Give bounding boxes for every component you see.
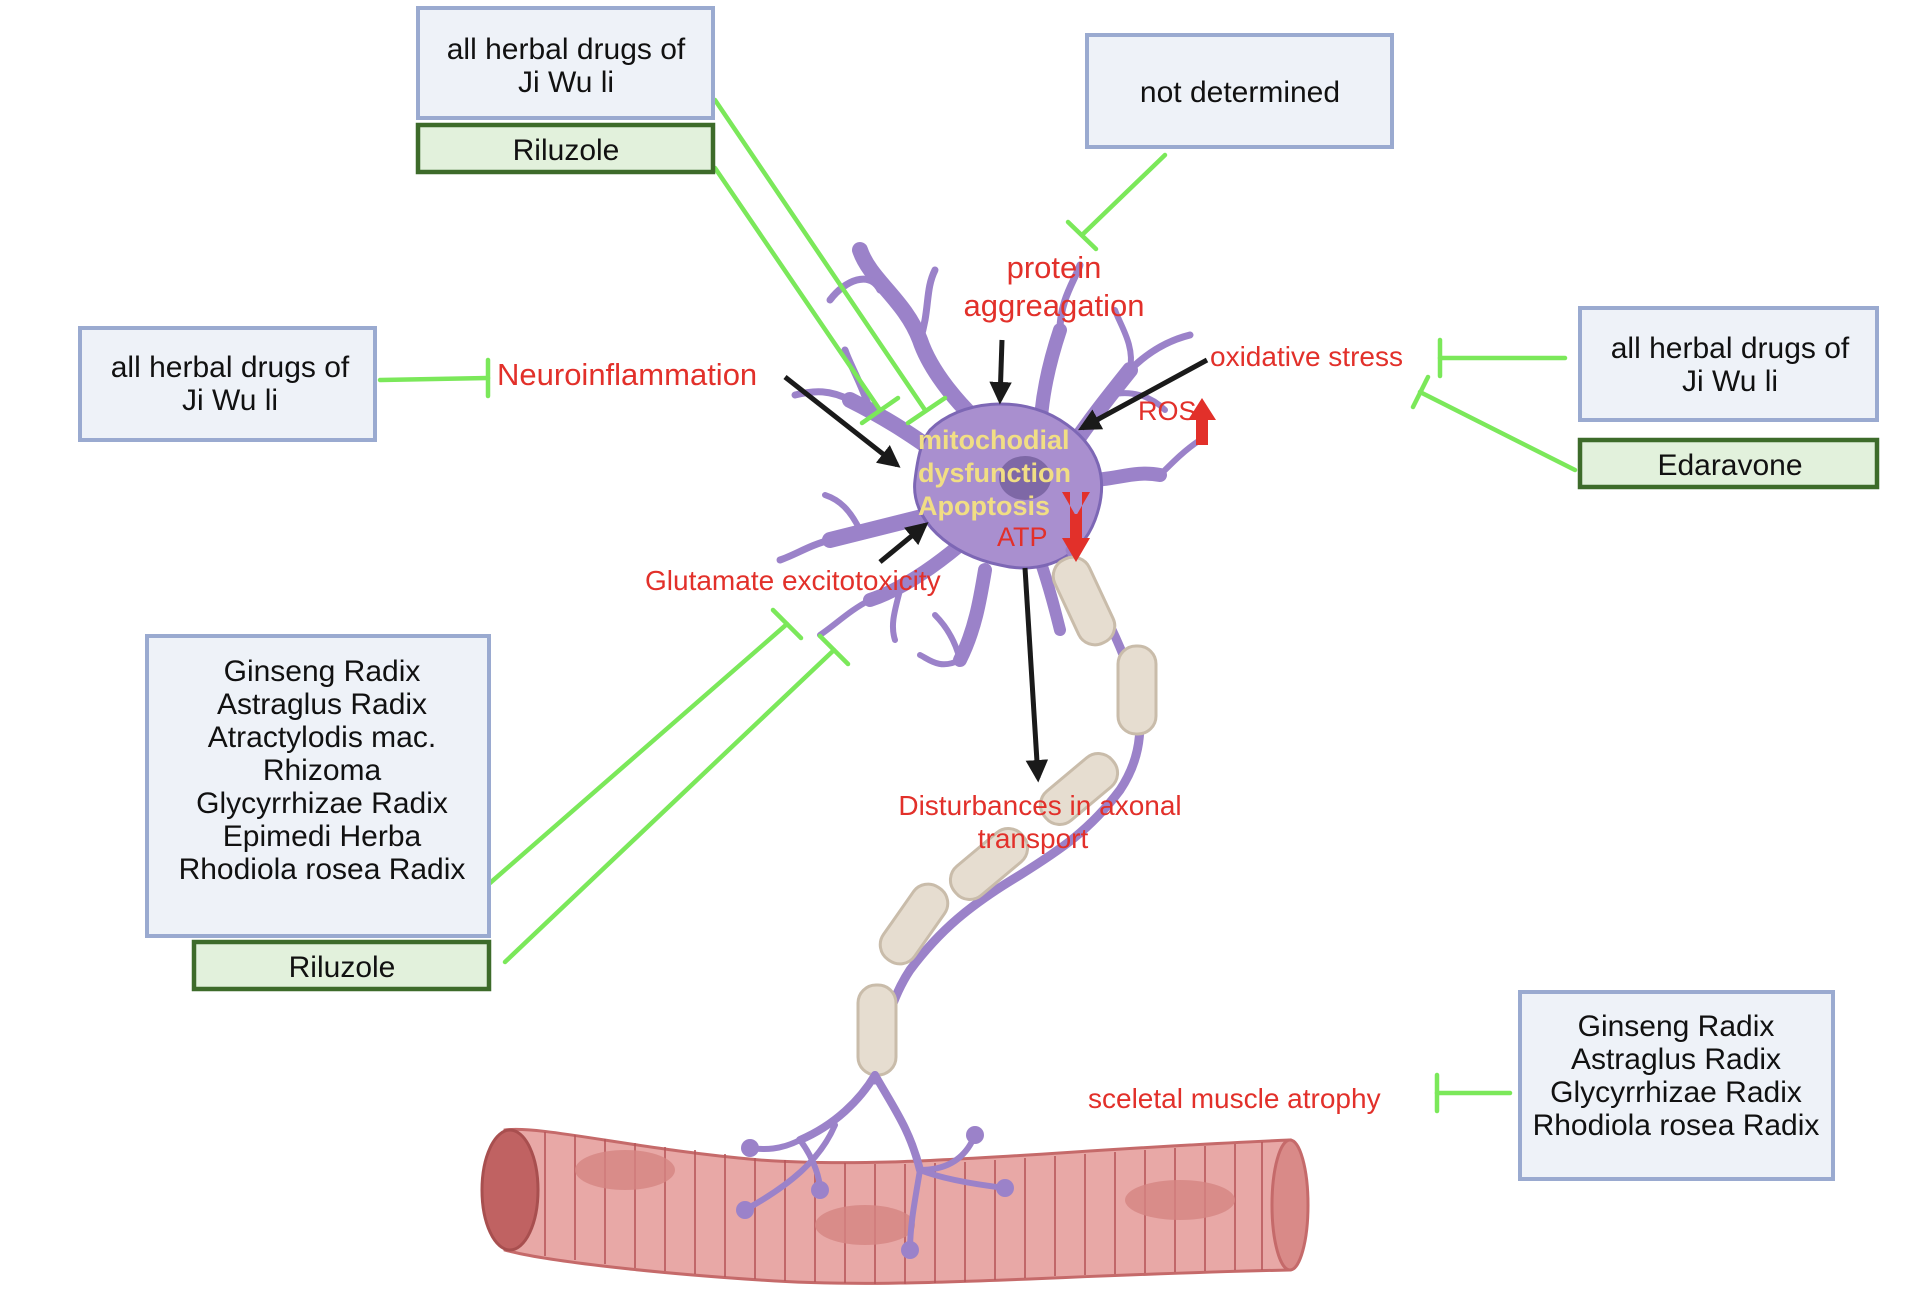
box-line: Ginseng Radix	[224, 655, 421, 688]
drug-box-edaravone: Edaravone	[1577, 437, 1880, 490]
box-line: Rhodiola rosea Radix	[1533, 1109, 1820, 1142]
box-line: Rhizoma	[263, 754, 382, 787]
box-line: all herbal drugs of	[1611, 332, 1850, 365]
drug-label: Edaravone	[1657, 449, 1802, 482]
box-line: all herbal drugs of	[111, 351, 350, 384]
herbal-box-top-center: all herbal drugs of Ji Wu li	[416, 6, 715, 120]
label-axonal-transport-line1: Disturbances in axonal	[898, 790, 1181, 821]
herbal-box-left: all herbal drugs of Ji Wu li	[78, 326, 377, 442]
herbal-box-lower-left: Ginseng Radix Astraglus Radix Atractylod…	[145, 634, 491, 938]
herbal-box-right: all herbal drugs of Ji Wu li	[1578, 306, 1879, 422]
soma-label-apoptosis: Apoptosis	[918, 491, 1050, 521]
label-protein-aggregation-line1: protein	[1007, 250, 1102, 285]
axon-terminals	[736, 1071, 1014, 1259]
drug-label: Riluzole	[513, 134, 620, 167]
box-line: Astraglus Radix	[1571, 1043, 1781, 1076]
note-box-not-determined: not determined	[1085, 33, 1394, 149]
box-line: Ji Wu li	[1682, 365, 1778, 398]
label-axonal-transport-line2: transport	[978, 823, 1089, 854]
inhibition-lines	[377, 97, 1578, 1114]
box-line: Glycyrrhizae Radix	[1550, 1076, 1802, 1109]
label-ros: ROS	[1138, 396, 1197, 426]
soma-label-dysfunction: dysfunction	[918, 458, 1071, 488]
neuron-nucleus	[999, 456, 1051, 500]
skeletal-muscle-fiber	[480, 1127, 1310, 1285]
box-line: Glycyrrhizae Radix	[196, 787, 448, 820]
myelin-sheath	[856, 555, 1158, 1077]
atp-down-arrow	[1062, 492, 1090, 562]
label-protein-aggregation-line2: aggreagation	[964, 288, 1145, 323]
note-label: not determined	[1140, 76, 1340, 109]
box-line: Ji Wu li	[182, 384, 278, 417]
label-oxidative-stress: oxidative stress	[1210, 341, 1403, 372]
box-line: Ji Wu li	[518, 66, 614, 99]
box-line: Atractylodis mac.	[208, 721, 436, 754]
box-line: all herbal drugs of	[447, 33, 686, 66]
box-line: Epimedi Herba	[223, 820, 422, 853]
drug-box-riluzole-top: Riluzole	[415, 122, 716, 175]
drug-label: Riluzole	[289, 951, 396, 984]
label-neuroinflammation: Neuroinflammation	[497, 357, 757, 392]
label-glutamate-excitotoxicity: Glutamate excitotoxicity	[645, 565, 941, 596]
drug-box-riluzole-lower: Riluzole	[191, 939, 492, 992]
box-line: Astraglus Radix	[217, 688, 427, 721]
ros-up-arrow	[1188, 398, 1216, 445]
herbal-box-bottom-right: Ginseng Radix Astraglus Radix Glycyrrhiz…	[1518, 990, 1835, 1181]
box-line: Rhodiola rosea Radix	[179, 853, 466, 886]
label-atp: ATP	[997, 522, 1048, 552]
soma-label-mitochondrial: mitochodial	[918, 425, 1070, 455]
box-line: Ginseng Radix	[1578, 1010, 1775, 1043]
motor-neuron	[736, 242, 1203, 1259]
pathway-arrows	[783, 339, 1209, 783]
axon	[870, 545, 1145, 1085]
label-muscle-atrophy: sceletal muscle atrophy	[1088, 1083, 1381, 1114]
